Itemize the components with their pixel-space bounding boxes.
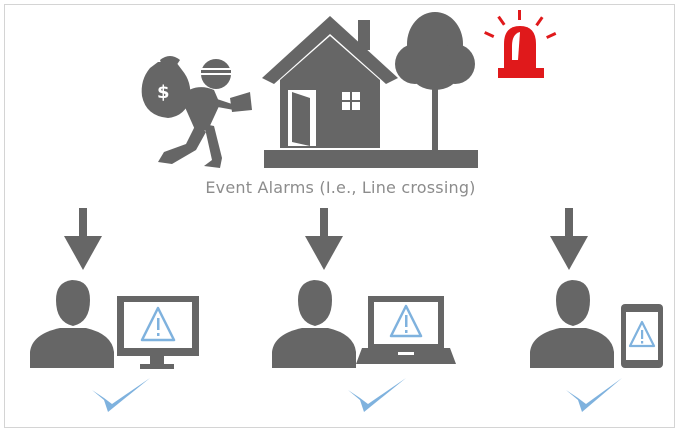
checkmark-icon xyxy=(92,378,150,412)
down-arrow-icon xyxy=(64,208,102,270)
tree-icon xyxy=(395,12,475,152)
tablet-icon xyxy=(621,304,663,368)
svg-text:$: $ xyxy=(157,82,170,103)
warning-icon xyxy=(140,306,176,342)
house-icon xyxy=(262,16,478,168)
warning-icon xyxy=(628,320,656,348)
checkmark-icon xyxy=(348,378,406,412)
alarm-siren-icon xyxy=(484,10,557,78)
person-icon xyxy=(30,280,114,368)
down-arrow-icon xyxy=(305,208,343,270)
burglar-with-money-bag-icon: $ xyxy=(141,56,252,168)
warning-icon xyxy=(389,304,423,338)
down-arrow-icon xyxy=(550,208,588,270)
person-icon xyxy=(272,280,356,368)
person-icon xyxy=(530,280,614,368)
laptop-icon xyxy=(356,296,456,364)
checkmark-icon xyxy=(566,378,622,412)
event-alarms-caption: Event Alarms (I.e., Line crossing) xyxy=(205,178,476,197)
desktop-monitor-icon xyxy=(117,296,199,369)
